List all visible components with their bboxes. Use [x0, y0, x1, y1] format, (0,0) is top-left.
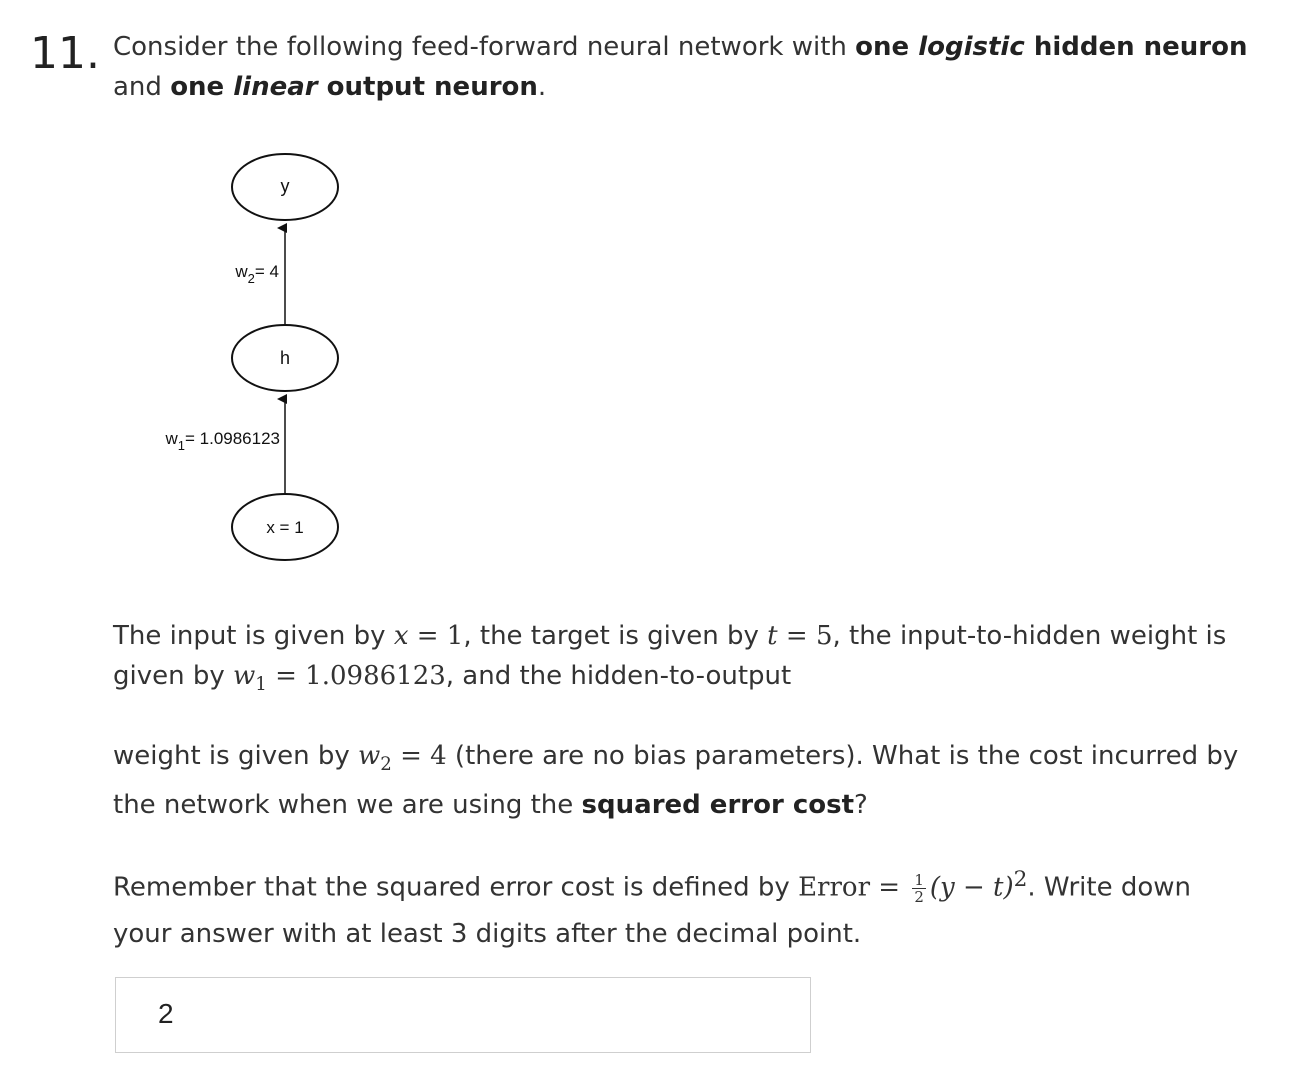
intro-bold-italic-linear: linear [233, 72, 318, 102]
error-equals: = [870, 872, 909, 903]
error-expression: (y − t) [929, 872, 1014, 903]
t-value: = 5 [777, 621, 833, 651]
w2-label: w2= 4 [234, 262, 279, 286]
intro-bold-hidden: hidden neuron [1024, 32, 1248, 62]
intro-bold-one: one [170, 72, 234, 102]
var-t: t [767, 621, 778, 651]
w2-value: = 4 [391, 741, 447, 771]
weight-text-a: weight is given by [113, 741, 358, 771]
intro-end: . [537, 72, 547, 102]
weight-text-b: (there are no bias parameters). What is … [113, 741, 1239, 821]
answer-value: 2 [158, 998, 174, 1029]
question-number: 11. [30, 28, 100, 79]
error-exponent: 2 [1013, 867, 1028, 892]
intro-bold-output: output neuron [317, 72, 538, 102]
intro-text: Consider the following feed-forward neur… [113, 32, 856, 62]
intro-bold-italic-logistic: logistic [918, 32, 1025, 62]
hidden-node-label: h [280, 348, 290, 368]
squared-error-cost-bold: squared error cost [581, 790, 855, 821]
var-x: x [393, 621, 409, 651]
var-w2: w [357, 741, 381, 771]
answer-input[interactable]: 2 [115, 977, 811, 1053]
given-text-d: , and the hidden-to-output [445, 661, 792, 691]
intro-text-and: and [113, 72, 171, 102]
network-diagram: y h x = 1 w2= 4 w1= 1.0986123 [164, 153, 339, 561]
question-weight: weight is given by w2 = 4 (there are no … [113, 736, 1253, 825]
x-value: = 1 [408, 621, 464, 651]
error-word: Error [798, 872, 870, 903]
output-node-label: y [281, 176, 290, 196]
given-text-a: The input is given by [113, 621, 394, 651]
given-text-c: , the input-to-hidden weight is given by [113, 621, 1227, 691]
fraction-numerator: 1 [912, 870, 926, 889]
question-remember: Remember that the squared error cost is … [113, 857, 1253, 957]
w1-label: w1= 1.0986123 [164, 429, 280, 453]
w1-value: = 1.0986123 [266, 661, 446, 691]
question-given: The input is given by x = 1, the target … [113, 616, 1253, 705]
fraction-denominator: 2 [914, 887, 924, 906]
weight-text-end: ? [854, 790, 868, 821]
question-intro: Consider the following feed-forward neur… [113, 27, 1253, 107]
var-w2-sub: 2 [380, 754, 392, 776]
var-w1: w [233, 661, 256, 691]
intro-bold: one [855, 32, 919, 62]
remember-text-a: Remember that the squared error cost is … [113, 872, 799, 903]
output-node [231, 153, 339, 221]
remember-text-b: . Write down your answer with at least 3… [113, 872, 1191, 949]
var-w1-sub: 1 [255, 674, 267, 696]
given-text-b: , the target is given by [463, 621, 768, 651]
input-node-label: x = 1 [266, 518, 303, 537]
